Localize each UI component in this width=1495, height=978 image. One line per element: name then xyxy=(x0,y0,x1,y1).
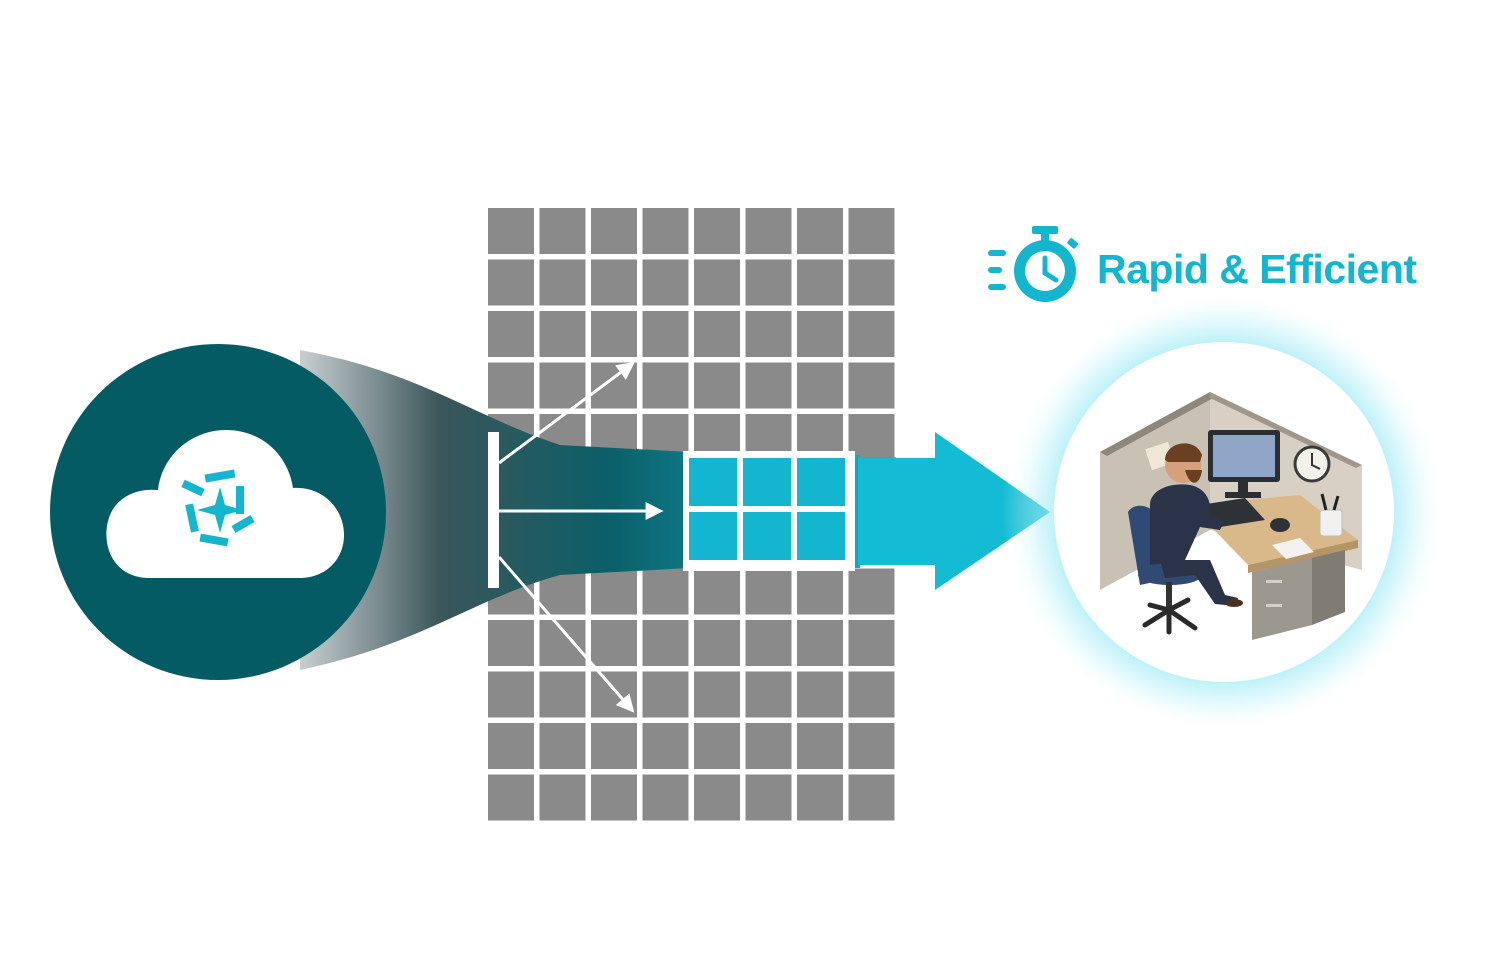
grid-tile xyxy=(745,311,792,357)
grid-tile xyxy=(797,774,843,821)
grid-tile xyxy=(539,620,586,666)
grid-tile xyxy=(694,774,740,821)
grid-tile xyxy=(745,774,792,821)
grid-tile xyxy=(539,671,586,718)
grid-tile xyxy=(539,362,586,409)
client-label: Client xyxy=(1182,726,1294,770)
grid-tile xyxy=(848,568,895,615)
grid-tile xyxy=(797,568,843,615)
grid-tile xyxy=(642,620,689,666)
grid-tile xyxy=(539,723,586,769)
grid-tile xyxy=(591,568,637,615)
grid-tile xyxy=(694,671,740,718)
grid-tile xyxy=(745,568,792,615)
highlighted-tile xyxy=(797,458,845,506)
grid-tile xyxy=(488,723,534,769)
grid-tile xyxy=(642,671,689,718)
grid-tile xyxy=(642,568,689,615)
highlighted-tile xyxy=(743,512,791,560)
grid-tile xyxy=(848,774,895,821)
splitter-bar xyxy=(488,432,499,588)
office-worker-icon xyxy=(1100,392,1362,640)
grid-tile xyxy=(848,311,895,357)
grid-tile xyxy=(488,671,534,718)
grid-tile xyxy=(539,208,586,254)
grid-tile xyxy=(694,568,740,615)
grid-tile xyxy=(745,259,792,306)
grid-tile xyxy=(745,208,792,254)
grid-tile xyxy=(694,311,740,357)
grid-tile xyxy=(488,259,534,306)
grid-tile xyxy=(642,723,689,769)
grid-tile xyxy=(797,311,843,357)
highlighted-block xyxy=(683,451,855,571)
grid-tile xyxy=(745,620,792,666)
grid-tile xyxy=(797,362,843,409)
grid-tile xyxy=(745,723,792,769)
grid-tile xyxy=(591,362,637,409)
rapid-efficient-label: Rapid & Efficient xyxy=(1097,246,1417,292)
grid-tile xyxy=(848,414,895,460)
highlighted-tile xyxy=(689,512,737,560)
grid-tile xyxy=(745,362,792,409)
grid-tile xyxy=(642,259,689,306)
arrow-up xyxy=(498,361,635,465)
grid-tile xyxy=(797,671,843,718)
grid-tile xyxy=(591,259,637,306)
grid-tile xyxy=(539,774,586,821)
grid-tile xyxy=(797,620,843,666)
highlighted-tile xyxy=(743,458,791,506)
grid-tile xyxy=(694,620,740,666)
grid-tile xyxy=(488,208,534,254)
grid-tile xyxy=(642,311,689,357)
grid-tile xyxy=(642,362,689,409)
grid-tile xyxy=(694,259,740,306)
grid-tile xyxy=(591,774,637,821)
grid-tile xyxy=(848,362,895,409)
grid-tile xyxy=(797,259,843,306)
highlighted-tile xyxy=(797,512,845,560)
grid-tile xyxy=(591,208,637,254)
grid-tile xyxy=(488,620,534,666)
highlighted-tile xyxy=(689,458,737,506)
grid-tile xyxy=(642,774,689,821)
grid-tile xyxy=(591,723,637,769)
grid-tile xyxy=(591,671,637,718)
grid-tile xyxy=(797,208,843,254)
grid-tile xyxy=(642,208,689,254)
hexagon-star-logo-icon xyxy=(181,469,255,547)
grid-tile xyxy=(848,620,895,666)
grid-tile xyxy=(848,671,895,718)
grid-tile xyxy=(488,362,534,409)
grid-tile xyxy=(591,620,637,666)
grid-tile xyxy=(848,208,895,254)
arrow-down xyxy=(497,556,635,713)
grid-tile xyxy=(539,259,586,306)
grid-tile xyxy=(797,723,843,769)
grid-tile xyxy=(848,723,895,769)
grid-tile xyxy=(745,671,792,718)
grid-tile xyxy=(694,362,740,409)
delivery-arrow xyxy=(858,432,1050,590)
stopwatch-icon xyxy=(988,226,1078,302)
cloud-icon xyxy=(106,430,344,578)
grid-tile xyxy=(694,723,740,769)
grid-tile xyxy=(591,311,637,357)
grid-tile xyxy=(488,311,534,357)
grid-tile xyxy=(848,259,895,306)
grid-tile xyxy=(488,774,534,821)
grid-tile xyxy=(539,311,586,357)
grid-tile xyxy=(694,208,740,254)
